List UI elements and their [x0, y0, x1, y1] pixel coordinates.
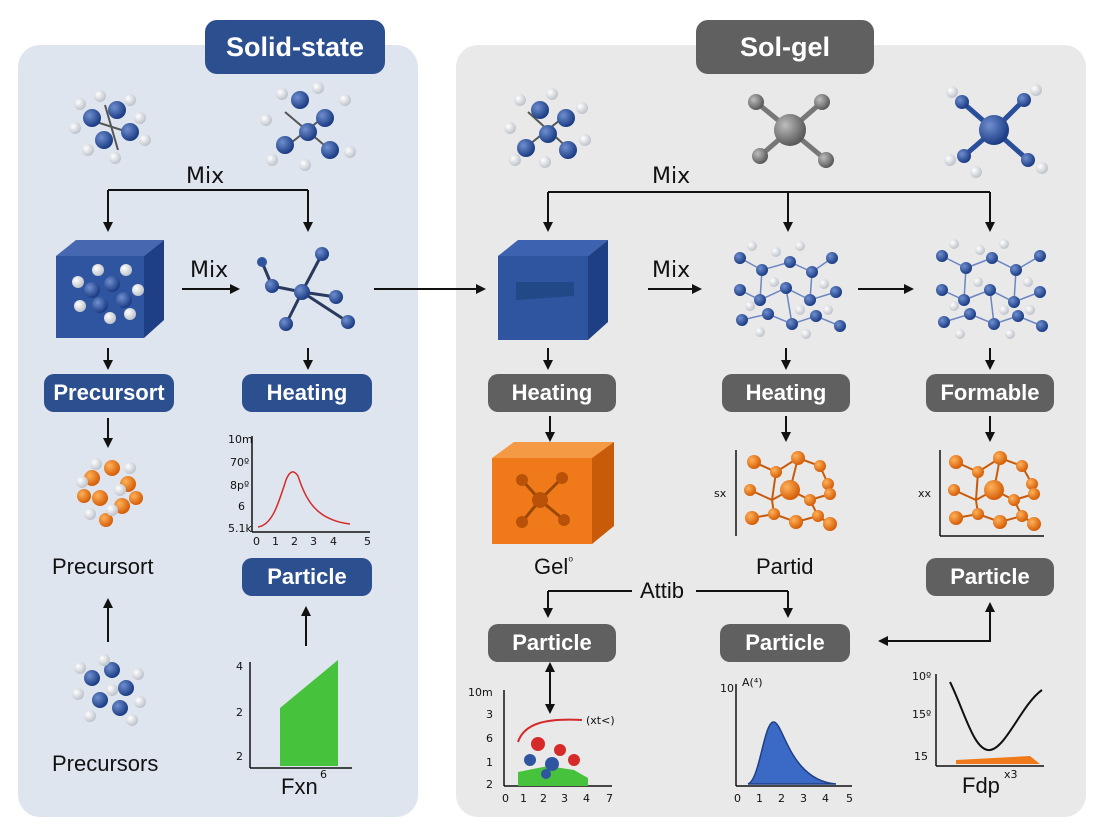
- bidirectional-arrow: [878, 602, 995, 646]
- y-tick: 8pº: [230, 479, 249, 492]
- axis-label-xx: xx: [918, 487, 932, 500]
- precursor-cube-icon: [56, 240, 164, 338]
- chart-caption-sup: x3: [1004, 768, 1018, 781]
- heating-pill: Heating: [488, 374, 616, 412]
- x-tick: 5: [364, 535, 371, 548]
- network-molecule-icon: [936, 239, 1048, 339]
- chart-caption: Fdp: [962, 773, 1000, 798]
- particle-pill: Particle: [488, 624, 616, 662]
- x-tick: 3: [310, 535, 317, 548]
- distribution-chart: 10 A(⁴) 0 1 2 3 4 5: [720, 676, 853, 805]
- x-tick: 2: [291, 535, 298, 548]
- x-tick: 2: [778, 792, 785, 805]
- y-tick: 2: [486, 778, 493, 791]
- sol-gel-header: Sol-gel: [696, 20, 874, 74]
- y-tick: 10m: [228, 433, 253, 446]
- solid-state-panel: [18, 45, 418, 817]
- orange-gel-cube-icon: [492, 442, 614, 544]
- x-tick: 0: [253, 535, 260, 548]
- x-tick: 3: [800, 792, 807, 805]
- y-tick: 6: [486, 732, 493, 745]
- particle-pill: Particle: [242, 558, 372, 596]
- heating-pill: Heating: [722, 374, 850, 412]
- precursors-label: Precursors: [52, 751, 159, 776]
- particle-pill: Particle: [720, 624, 850, 662]
- x-tick: 1: [520, 792, 527, 805]
- chart-annotation: A(⁴): [742, 676, 763, 689]
- gel-cube-icon: [498, 240, 608, 340]
- solid-state-header: Solid-state: [205, 20, 385, 74]
- orange-particle-cluster-icon: [76, 458, 143, 527]
- y-tick: 10º: [912, 670, 931, 683]
- x-tick: 4: [330, 535, 337, 548]
- orange-lattice-icon: [939, 450, 1044, 537]
- mix-label: Mix: [186, 164, 225, 189]
- x-tick: 1: [272, 535, 279, 548]
- y-tick: 5.1k: [228, 522, 252, 535]
- axis-label-sx: sx: [714, 487, 727, 500]
- y-tick: 1: [486, 756, 493, 769]
- gel-label-text: Gel: [534, 554, 569, 579]
- linked-molecule-icon: [257, 247, 355, 331]
- x-tick: 4: [822, 792, 829, 805]
- x-tick: 0: [502, 792, 509, 805]
- gray-molecule-icon: [748, 94, 834, 168]
- gel-label-sup: ⁰: [568, 554, 574, 569]
- formable-pill: Formable: [926, 374, 1054, 412]
- x-tick: 1: [756, 792, 763, 805]
- precursort-pill: Precursort: [44, 374, 174, 412]
- mix-label: Mix: [190, 258, 229, 283]
- x-tick: 7: [606, 792, 613, 805]
- chart-caption-sup: 6: [320, 768, 327, 781]
- y-tick: 70º: [230, 456, 249, 469]
- chart-caption: Fxn: [281, 774, 318, 799]
- scatter-chart: 10m 3 6 1 2 0 1 2 3 4 7 (xt<): [468, 686, 615, 805]
- y-tick: 4: [236, 660, 243, 673]
- x-tick: 4: [583, 792, 590, 805]
- y-tick: 10m: [468, 686, 493, 699]
- gel-label: Gel⁰: [534, 554, 573, 580]
- mix-connector-right: [543, 191, 995, 232]
- green-area-chart: 4 2 2 Fxn 6: [236, 660, 352, 799]
- attib-connector: [543, 590, 793, 618]
- molecule-cluster-icon: [260, 82, 356, 171]
- y-tick: 2: [236, 750, 243, 763]
- network-molecule-icon: [734, 241, 846, 339]
- curve-chart: 10º 15º 15 Fdp x3: [912, 670, 1044, 798]
- x-tick: 3: [561, 792, 568, 805]
- molecule-cluster-icon: [69, 90, 151, 164]
- precursort-label: Precursort: [52, 554, 154, 579]
- particle-pill: Particle: [926, 558, 1054, 596]
- molecule-cluster-icon: [72, 654, 146, 726]
- blue-molecule-icon: [944, 84, 1048, 178]
- x-tick: 0: [734, 792, 741, 805]
- x-tick: 2: [540, 792, 547, 805]
- heating-curve-chart: 10m 70º 8pº 6 5.1k 0 1 2 3 4 5: [228, 433, 371, 548]
- y-tick: 15: [914, 750, 928, 763]
- mix-connector-left: [103, 189, 313, 232]
- orange-lattice-icon: [735, 450, 837, 536]
- molecule-cluster-icon: [504, 88, 591, 168]
- mix-label: Mix: [652, 258, 691, 283]
- partid-label: Partid: [756, 554, 814, 579]
- y-tick: 2: [236, 706, 243, 719]
- y-tick: 3: [486, 708, 493, 721]
- attib-label: Attib: [640, 578, 684, 603]
- x-tick: 5: [846, 792, 853, 805]
- y-tick: 10: [720, 682, 734, 695]
- mix-label: Mix: [652, 164, 691, 189]
- y-tick: 6: [238, 500, 245, 513]
- heating-pill: Heating: [242, 374, 372, 412]
- chart-annotation: (xt<): [586, 714, 615, 727]
- y-tick: 15º: [912, 708, 931, 721]
